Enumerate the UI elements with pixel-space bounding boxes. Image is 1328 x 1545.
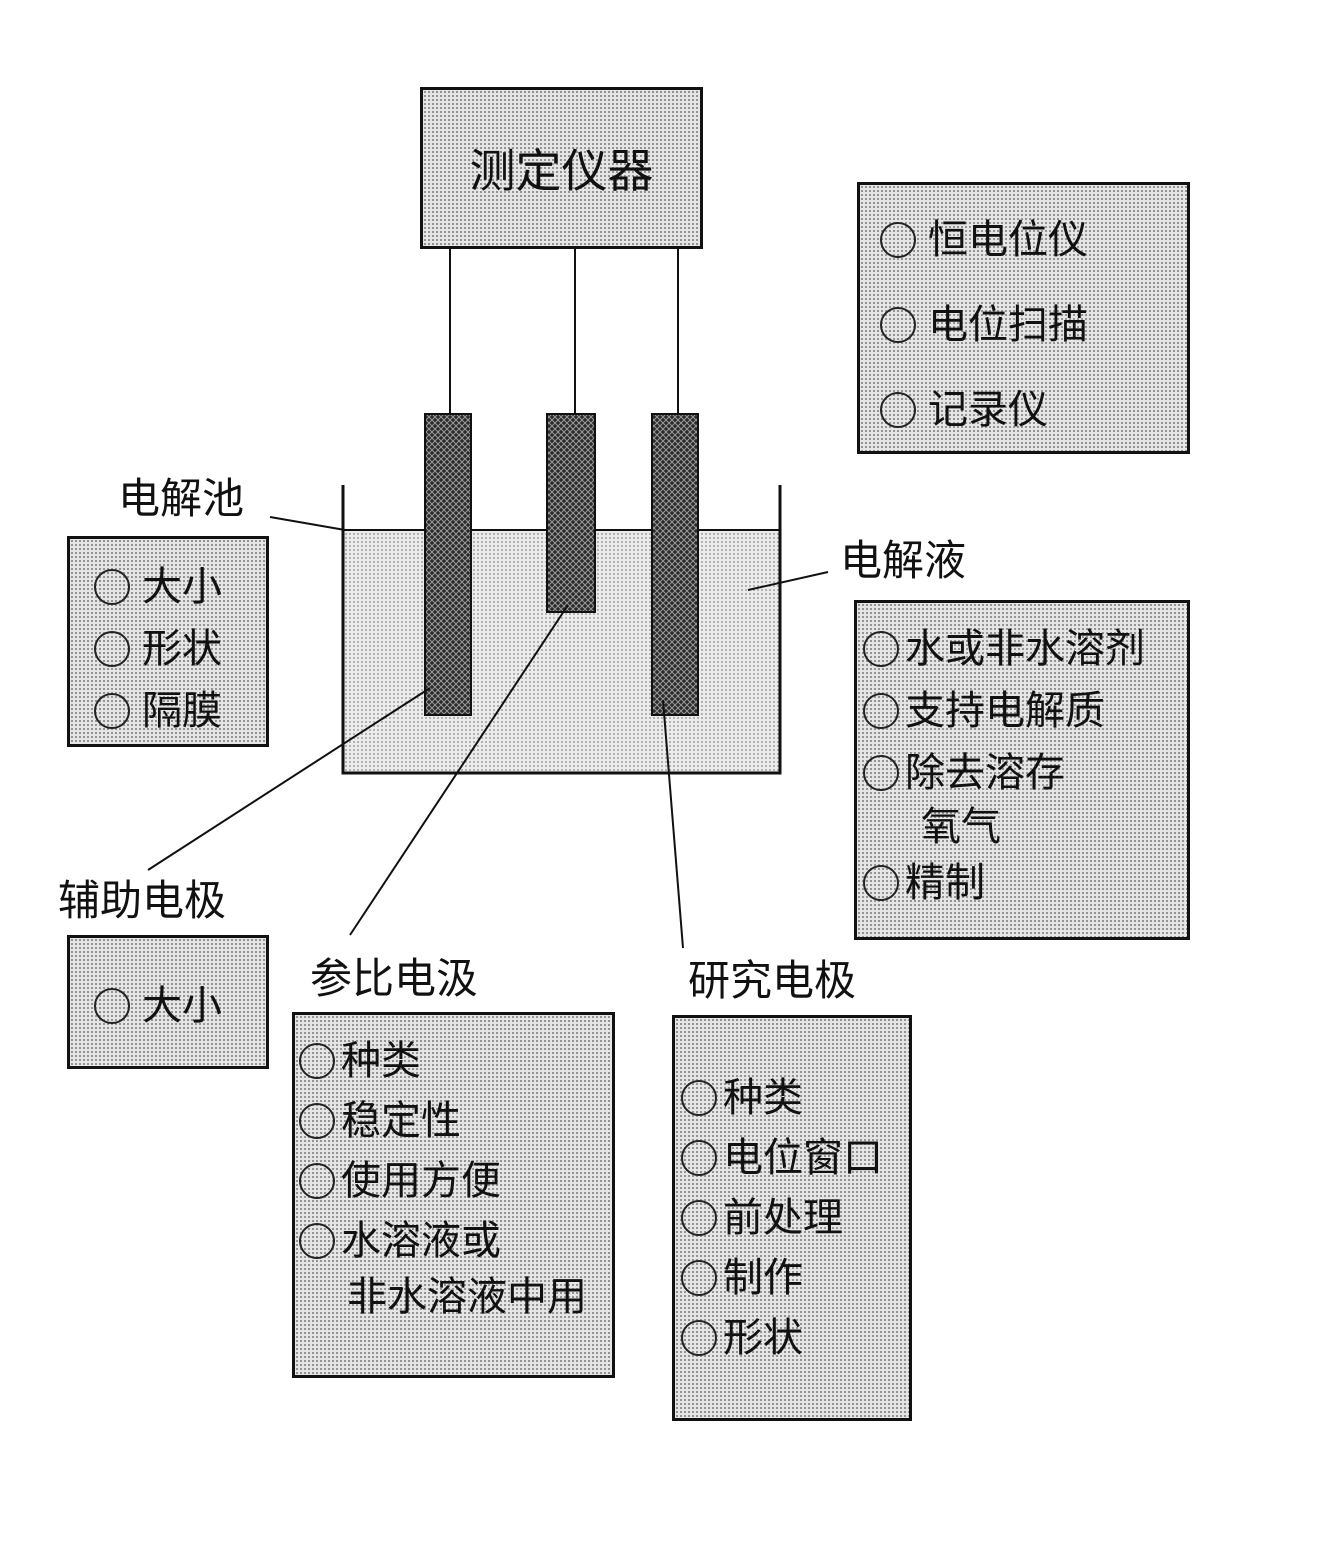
bullet-circle-icon bbox=[681, 1260, 717, 1296]
option-item: 大小 bbox=[94, 567, 266, 607]
bullet-circle-icon bbox=[299, 1103, 335, 1139]
option-item: 水或非水溶剂 bbox=[863, 629, 1187, 669]
bullet-circle-icon bbox=[94, 631, 130, 667]
reference-electrode bbox=[546, 413, 596, 613]
option-item: 水溶液或 bbox=[299, 1221, 612, 1261]
working-electrode-options-box: 种类 电位窗口 前处理 制作 形状 bbox=[672, 1015, 912, 1421]
leader-reference bbox=[349, 604, 569, 936]
electrolysis-cell-beaker bbox=[341, 485, 782, 775]
bullet-circle-icon bbox=[299, 1043, 335, 1079]
bullet-circle-icon bbox=[863, 693, 899, 729]
working-electrode bbox=[651, 413, 699, 716]
reference-electrode-options-box: 种类 稳定性 使用方便 水溶液或 非水溶液中用 bbox=[292, 1012, 615, 1378]
instrument-title: 测定仪器 bbox=[469, 144, 654, 198]
reference-electrode-label: 参比电汲 bbox=[310, 954, 479, 1003]
option-item-continuation: 非水溶液中用 bbox=[347, 1274, 587, 1320]
option-item: 电位扫描 bbox=[880, 305, 1187, 345]
option-item: 前处理 bbox=[681, 1198, 909, 1238]
auxiliary-electrode-label: 辅助电极 bbox=[58, 876, 227, 925]
option-item: 形状 bbox=[94, 629, 266, 669]
auxiliary-electrode bbox=[424, 413, 472, 716]
option-item: 种类 bbox=[299, 1041, 612, 1081]
option-item: 隔膜 bbox=[94, 691, 266, 731]
bullet-circle-icon bbox=[94, 569, 130, 605]
bullet-circle-icon bbox=[681, 1200, 717, 1236]
instrument-box: 测定仪器 bbox=[420, 87, 703, 249]
option-item: 支持电解质 bbox=[863, 691, 1187, 731]
option-item: 使用方便 bbox=[299, 1161, 612, 1201]
option-item: 制作 bbox=[681, 1258, 909, 1298]
option-item: 记录仪 bbox=[880, 390, 1187, 430]
leader-electrolyte bbox=[747, 571, 829, 591]
bullet-circle-icon bbox=[880, 307, 916, 343]
option-item: 电位窗口 bbox=[681, 1138, 909, 1178]
option-item-continuation: 氧气 bbox=[921, 804, 1001, 850]
bullet-circle-icon bbox=[681, 1320, 717, 1356]
leader-auxiliary bbox=[147, 687, 431, 871]
leader-working bbox=[662, 699, 684, 949]
option-item: 种类 bbox=[681, 1078, 909, 1118]
bullet-circle-icon bbox=[863, 755, 899, 791]
cell-options-box: 大小 形状 隔膜 bbox=[67, 536, 269, 747]
electrolyte-label: 电解液 bbox=[840, 536, 967, 585]
option-item: 精制 bbox=[863, 863, 1187, 903]
option-item: 稳定性 bbox=[299, 1101, 612, 1141]
option-item: 恒电位仪 bbox=[880, 220, 1187, 260]
leader-cell bbox=[269, 516, 346, 531]
instrument-options-box: 恒电位仪 电位扫描 记录仪 bbox=[857, 182, 1190, 454]
bullet-circle-icon bbox=[94, 693, 130, 729]
bullet-circle-icon bbox=[299, 1223, 335, 1259]
bullet-circle-icon bbox=[681, 1080, 717, 1116]
option-item: 大小 bbox=[94, 986, 266, 1026]
option-item: 除去溶存 bbox=[863, 753, 1187, 793]
cell-label: 电解池 bbox=[118, 474, 245, 523]
bullet-circle-icon bbox=[880, 222, 916, 258]
bullet-circle-icon bbox=[681, 1140, 717, 1176]
working-electrode-label: 研究电极 bbox=[688, 956, 857, 1005]
bullet-circle-icon bbox=[880, 392, 916, 428]
option-item: 形状 bbox=[681, 1318, 909, 1358]
bullet-circle-icon bbox=[863, 865, 899, 901]
bullet-circle-icon bbox=[94, 988, 130, 1024]
auxiliary-electrode-options-box: 大小 bbox=[67, 935, 269, 1069]
bullet-circle-icon bbox=[299, 1163, 335, 1199]
electrolyte-options-box: 水或非水溶剂 支持电解质 除去溶存 氧气 精制 bbox=[854, 600, 1190, 940]
bullet-circle-icon bbox=[863, 631, 899, 667]
